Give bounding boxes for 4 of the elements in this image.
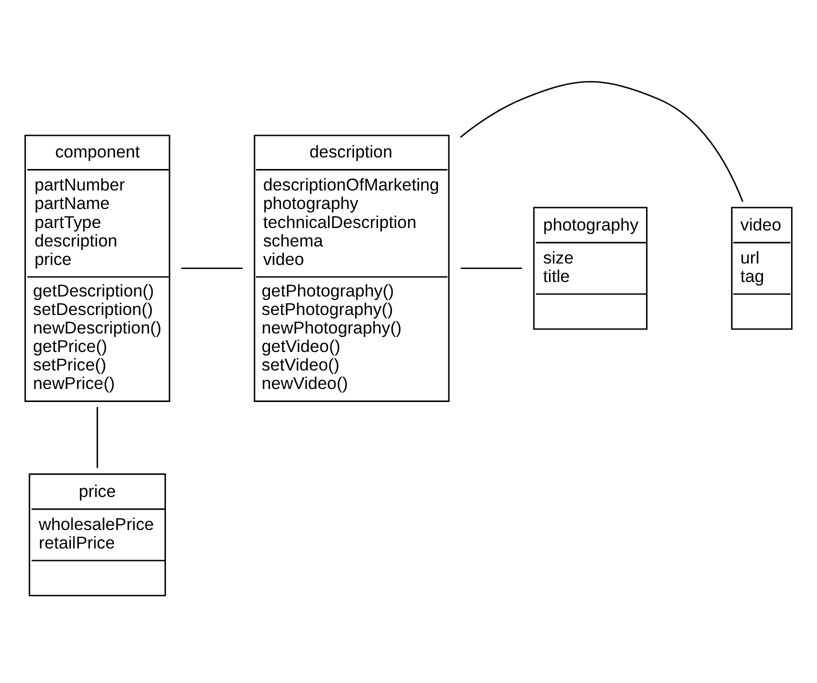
- connector: [181, 268, 243, 270]
- connector: [460, 268, 522, 270]
- connector: [460, 81, 744, 202]
- connector: [96, 406, 98, 468]
